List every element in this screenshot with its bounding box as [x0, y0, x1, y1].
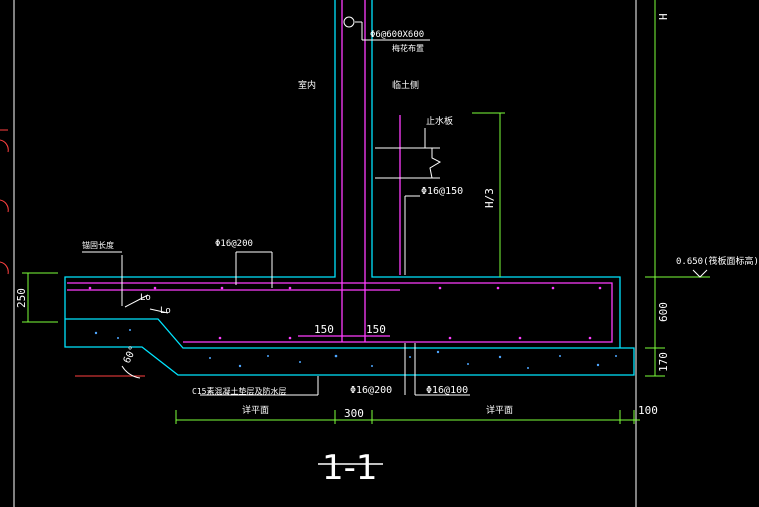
- lap-length-right: Lo: [160, 306, 171, 316]
- slab-bottom-rebar-left: Φ16@200: [350, 385, 393, 396]
- elevation-marker: [692, 269, 708, 278]
- slab-bottom-rebar-right: Φ16@100: [426, 385, 469, 396]
- slab-top-rebar-label: Φ16@200: [215, 239, 253, 249]
- wall-width-dim: 300: [344, 407, 364, 420]
- cushion-thickness-dim: 170: [657, 352, 670, 372]
- tie-bar-label: Φ6@600X600: [370, 30, 425, 40]
- rebar-dots: [88, 286, 602, 340]
- soil-side-label: 临土侧: [392, 81, 420, 91]
- cushion-hatch: [94, 329, 617, 369]
- span-left-label: 详平面: [242, 406, 270, 416]
- frame-lines: [0, 0, 637, 507]
- cushion-note: C15素混凝土垫层及防水层: [192, 387, 287, 396]
- dimension-lines: [22, 0, 710, 424]
- slab-thickness-dim: 600: [657, 302, 670, 322]
- wall-left-half-dim: 150: [314, 323, 334, 336]
- wall-right-half-dim: 150: [366, 323, 386, 336]
- h-third-dim: H/3: [483, 188, 496, 208]
- elevation-label: 0.650(筏板面标高): [676, 257, 759, 267]
- interior-label: 室内: [298, 81, 317, 91]
- lap-length-left: Lo: [140, 293, 151, 303]
- concrete-outline: [64, 0, 635, 376]
- h-total-dim: H: [657, 13, 670, 20]
- waterstop-detail: [82, 16, 470, 465]
- span-right-label: 详平面: [486, 406, 514, 416]
- tie-bar-note: 梅花布置: [392, 44, 424, 53]
- rebar-lines: [67, 0, 613, 343]
- section-title: 1-1: [322, 448, 378, 488]
- left-height-dim: 250: [15, 288, 28, 308]
- edge-offset-dim: 100: [638, 404, 658, 417]
- waterstop-label: 止水板: [426, 117, 454, 127]
- wall-horizontal-rebar-label: Φ16@150: [421, 186, 464, 197]
- anchor-note: 锚固长度: [82, 241, 114, 250]
